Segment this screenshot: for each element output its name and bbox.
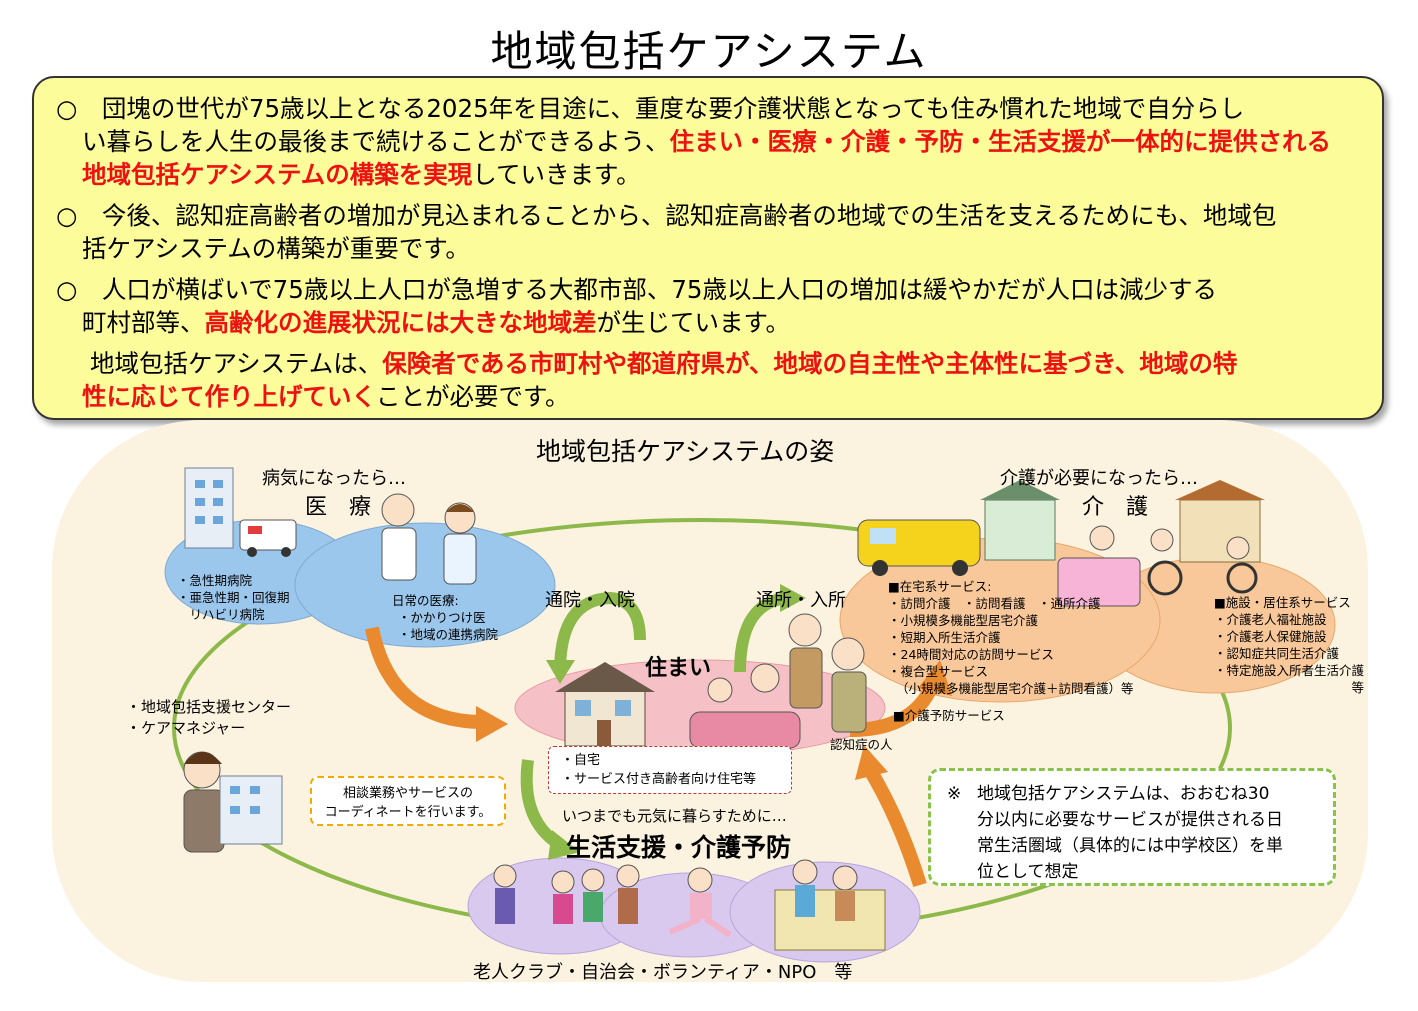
p4-line-d: ことが必要です。 [376, 382, 570, 411]
daycare-arrow-label: 通所・入所 [756, 590, 846, 611]
p4-highlight-2: 性に応じて作り上げていく [82, 382, 376, 411]
helper-icon [774, 859, 886, 951]
hospital-item-3: リハビリ病院 [177, 607, 265, 622]
facility-care-item-1: ・介護老人福祉施設 [1214, 612, 1327, 627]
arrow-medical-to-home [365, 626, 481, 729]
summary-box: ○ 団塊の世代が75歳以上となる2025年を目途に、重度な要介護状態となっても住… [32, 76, 1384, 420]
note-line-2: 分以内に必要なサービスが提供される日 [977, 810, 1283, 830]
daycare-van-icon [857, 519, 981, 576]
p1-highlight-2: 地域包括ケアシステムの構築を実現 [82, 160, 473, 189]
house-icon [555, 662, 655, 747]
arrow-life-to-home [863, 766, 927, 888]
facility-care-item-3: ・認知症共同生活介護 [1214, 646, 1340, 661]
note-line-1: 地域包括ケアシステムは、おおむね30 [977, 784, 1270, 804]
arrow-head-2 [918, 660, 952, 696]
hospital-item-1: ・急性期病院 [177, 573, 253, 588]
p1-line-b: い暮らしを人生の最後まで続けることができるよう、 [82, 127, 670, 156]
life-trigger: いつまでも元気に暮らすために… [562, 807, 787, 825]
home-care-item-2: ・小規模多機能型居宅介護 [888, 613, 1039, 628]
note-mark: ※ [947, 784, 962, 804]
arrow-hospital-loop [554, 591, 646, 673]
office-building-icon [219, 775, 283, 845]
home-care-item-3: ・短期入所生活介護 [888, 630, 1001, 645]
facility-care-etc: 等 [1351, 680, 1365, 695]
p3-line-b: 町村部等、 [82, 308, 205, 337]
consult-box: 相談業務やサービスの コーディネートを行います。 [310, 776, 506, 826]
daily-medical-item-2: ・地域の連携病院 [398, 627, 499, 642]
home-title: 住まい [645, 656, 712, 681]
arrow-head-1 [476, 706, 508, 742]
arrow-head-5 [780, 584, 806, 612]
p1-highlight-1: 住まい・医療・介護・予防・生活支援が一体的に提供される [669, 127, 1332, 156]
consult-line-1: 相談業務やサービスの [342, 786, 473, 801]
life-orgs: 老人クラブ・自治会・ボランティア・NPO 等 [473, 962, 853, 983]
dementia-label: 認知症の人 [830, 737, 893, 752]
support-center-list: ・地域包括支援センター ・ケアマネジャー [126, 696, 291, 738]
medical-title: 医 療 [305, 495, 372, 520]
daily-medical-item-1: ・かかりつけ医 [398, 610, 486, 625]
facility-care-list: ■施設・居住系サービス ・介護老人福祉施設 ・介護老人保健施設 ・認知症共同生活… [1214, 594, 1364, 696]
elderly-group-icon [493, 864, 640, 924]
hospital-icon [184, 467, 234, 549]
daily-medical-ellipse [294, 522, 556, 648]
note-line-4: 位として想定 [977, 862, 1079, 882]
arrow-head-4 [546, 660, 575, 684]
daily-medical-list: 日常の医療: ・かかりつけ医 ・地域の連携病院 [392, 592, 498, 643]
home-care-item-4: ・24時間対応の訪問サービス [888, 647, 1054, 662]
page-title: 地域包括ケアシステム [490, 27, 928, 76]
home-care-item-5: ・複合型サービス [888, 664, 989, 679]
p3-line-a: ○ 人口が横ばいで75歳以上人口が急増する大都市部、75歳以上人口の増加は緩やか… [56, 275, 1217, 304]
summary-paragraph-2: ○ 今後、認知症高齢者の増加が見込まれることから、認知症高齢者の地域での生活を支… [56, 199, 1354, 265]
summary-paragraph-3: ○ 人口が横ばいで75歳以上人口が急増する大都市部、75歳以上人口の増加は緩やか… [56, 273, 1354, 339]
life-title: 生活支援・介護予防 [566, 833, 792, 862]
p1-line-e: していきます。 [472, 160, 641, 189]
doctor-icon [381, 493, 417, 581]
home-care-list: ■在宅系サービス: ・訪問介護 ・訪問看護 ・通所介護 ・小規模多機能型居宅介護… [888, 578, 1134, 697]
home-item-1: ・自宅 [561, 753, 601, 768]
facility-care-item-2: ・介護老人保健施設 [1214, 629, 1327, 644]
medical-trigger: 病気になったら… [262, 468, 406, 489]
daily-medical-title: 日常の医療: [392, 593, 459, 608]
note-box: ※ 地域包括ケアシステムは、おおむね30 分以内に必要なサービスが提供される日 … [928, 768, 1336, 886]
summary-paragraph-4: 地域包括ケアシステムは、保険者である市町村や都道府県が、地域の自主性や主体性に基… [56, 347, 1354, 413]
p4-line-a: 地域包括ケアシステムは、 [90, 349, 383, 378]
home-item-2: ・サービス付き高齢者向け住宅等 [561, 772, 757, 787]
nurse-icon [443, 502, 477, 585]
facility-care-title: ■施設・居住系サービス [1214, 595, 1351, 610]
facility-care-item-4: ・特定施設入所者生活介護 [1214, 663, 1365, 678]
care-title: 介 護 [1082, 495, 1149, 520]
p3-line-d: が生じています。 [596, 308, 791, 337]
care-trigger: 介護が必要になったら… [1000, 468, 1198, 489]
note-line-3: 常生活圏域（具体的には中学校区）を単 [977, 836, 1283, 856]
prevention-service: ■介護予防サービス [893, 708, 1005, 723]
home-care-item-1: ・訪問介護 ・訪問看護 ・通所介護 [888, 596, 1101, 611]
home-care-item-6: （小規模多機能型居宅介護＋訪問看護）等 [896, 681, 1134, 696]
elderly-couple-icon [788, 613, 867, 733]
consult-line-2: コーディネートを行います。 [324, 805, 492, 820]
home-care-title: ■在宅系サービス: [888, 579, 992, 594]
support-center-item-2: ・ケアマネジャー [126, 719, 246, 737]
support-center-item-1: ・地域包括支援センター [126, 698, 292, 716]
family-icon [689, 663, 801, 749]
arrow-head-3 [855, 745, 888, 780]
summary-paragraph-1: ○ 団塊の世代が75歳以上となる2025年を目途に、重度な要介護状態となっても住… [56, 92, 1354, 191]
arrow-head-6 [548, 830, 580, 860]
exercise-icon [668, 867, 732, 938]
hospital-list: ・急性期病院 ・亜急性期・回復期 リハビリ病院 [177, 572, 290, 623]
p3-highlight: 高齢化の進展状況には大きな地域差 [204, 308, 597, 337]
p4-highlight-1: 保険者である市町村や都道府県が、地域の自主性や主体性に基づき、地域の特 [382, 349, 1238, 378]
hospital-arrow-label: 通院・入院 [545, 590, 635, 611]
p2-line-b: 括ケアシステムの構築が重要です。 [82, 234, 470, 263]
p1-line-a: ○ 団塊の世代が75歳以上となる2025年を目途に、重度な要介護状態となっても住… [56, 94, 1245, 123]
ambulance-icon [239, 519, 297, 557]
bath-care-icon [1057, 525, 1141, 607]
care-facility-icon [980, 480, 1265, 563]
hospital-item-2: ・亜急性期・回復期 [177, 590, 290, 605]
care-manager-icon [183, 751, 225, 853]
diagram-heading: 地域包括ケアシステムの姿 [536, 437, 835, 466]
p2-line-a: ○ 今後、認知症高齢者の増加が見込まれることから、認知症高齢者の地域での生活を支… [56, 201, 1277, 230]
wheelchair-icon [1147, 528, 1258, 596]
home-list: ・自宅 ・サービス付き高齢者向け住宅等 [548, 746, 792, 794]
